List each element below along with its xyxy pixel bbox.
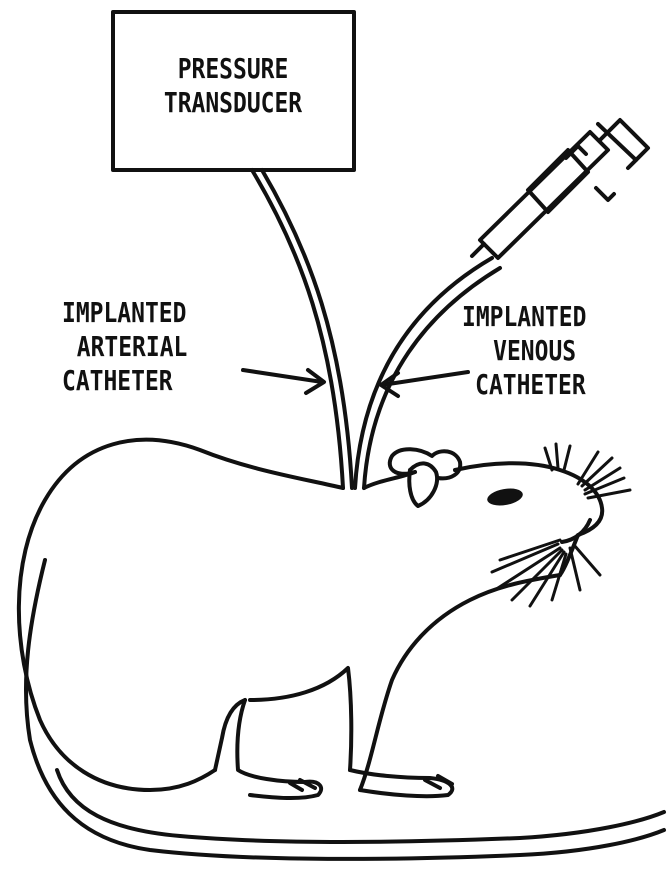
pressure-transducer-label: PRESSURE TRANSDUCER xyxy=(147,52,319,120)
transducer-line2: TRANSDUCER xyxy=(147,86,319,120)
venous-line3: CATHETER xyxy=(462,368,626,402)
rat-eye xyxy=(486,486,524,508)
transducer-line1: PRESSURE xyxy=(147,52,319,86)
venous-line2: VENOUS xyxy=(462,334,626,368)
arterial-line2: ARTERIAL xyxy=(62,330,226,364)
venous-catheter-label: IMPLANTED VENOUS CATHETER xyxy=(462,300,626,402)
arterial-catheter-label: IMPLANTED ARTERIAL CATHETER xyxy=(62,296,226,398)
venous-line1: IMPLANTED xyxy=(462,300,626,334)
arterial-arrow xyxy=(243,370,324,393)
arterial-line1: IMPLANTED xyxy=(62,296,226,330)
arterial-line3: CATHETER xyxy=(62,364,226,398)
syringe-icon xyxy=(472,120,648,258)
rat-tail xyxy=(26,560,664,859)
venous-arrow xyxy=(381,372,468,396)
arterial-catheter xyxy=(252,170,352,488)
